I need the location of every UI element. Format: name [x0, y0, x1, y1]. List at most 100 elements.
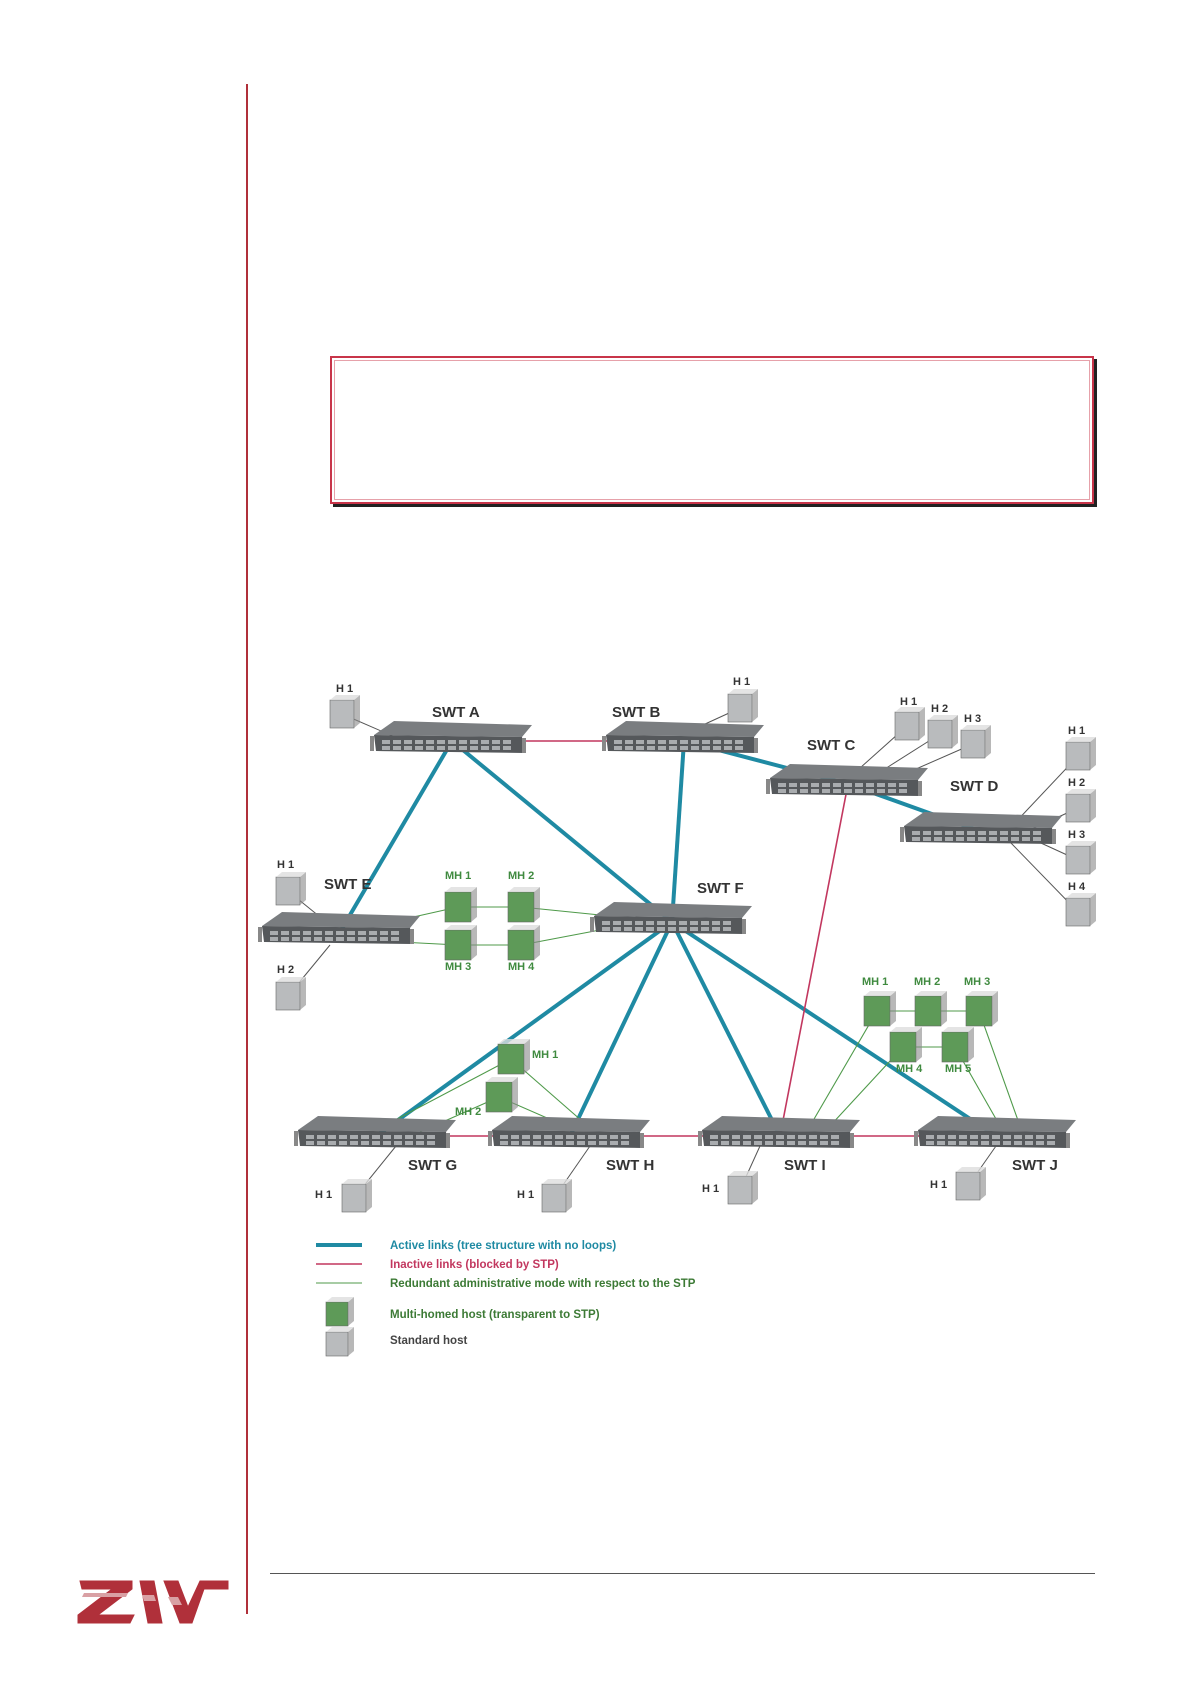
- switch-port: [635, 927, 643, 931]
- switch-port: [754, 1141, 762, 1145]
- multihomed-host: [444, 887, 477, 923]
- switch-port: [877, 783, 885, 787]
- switch-port: [303, 937, 311, 941]
- switch-port: [735, 746, 743, 750]
- switch-port: [325, 931, 333, 935]
- switch-port: [776, 1141, 784, 1145]
- switch-port: [624, 921, 632, 925]
- switch-h: SWT H: [488, 1116, 654, 1174]
- switch-port: [380, 931, 388, 935]
- standard-host: [1065, 893, 1096, 927]
- legend: Active links (tree structure with no loo…: [316, 1240, 696, 1357]
- switch-label: SWT J: [1012, 1157, 1058, 1174]
- multihomed-host: [914, 991, 947, 1027]
- switch-port: [923, 831, 931, 835]
- switch-port: [610, 1141, 618, 1145]
- switch-port: [811, 783, 819, 787]
- switch-label: SWT G: [408, 1157, 457, 1174]
- switch-port: [669, 746, 677, 750]
- switch-port: [511, 1135, 519, 1139]
- switch-port: [668, 927, 676, 931]
- switch-port: [981, 1141, 989, 1145]
- box-side: [366, 1179, 372, 1212]
- switch-port: [470, 746, 478, 750]
- switch-port: [743, 1141, 751, 1145]
- switch-port: [358, 937, 366, 941]
- switch-port: [416, 1135, 424, 1139]
- switch-port: [967, 837, 975, 841]
- box-top: [961, 725, 991, 730]
- switch-port: [833, 783, 841, 787]
- rack-ear: [294, 1131, 298, 1146]
- switch-port: [369, 931, 377, 935]
- switch-port: [405, 1135, 413, 1139]
- box-front: [541, 1183, 567, 1213]
- switch-port: [404, 740, 412, 744]
- switch-top: [918, 1116, 1076, 1132]
- box-side: [471, 925, 477, 960]
- switch-port: [610, 1135, 618, 1139]
- switch-port: [948, 1141, 956, 1145]
- standard-host: [955, 1167, 986, 1201]
- box-side: [985, 725, 991, 758]
- box-front: [1065, 741, 1091, 771]
- box-top: [508, 887, 540, 892]
- standard-host: [727, 1171, 758, 1205]
- box-side: [348, 1297, 354, 1326]
- rack-ear: [370, 736, 374, 751]
- switch-port: [599, 1135, 607, 1139]
- rack-ear: [1066, 1133, 1070, 1148]
- box-top: [1066, 893, 1096, 898]
- standard-host: [960, 725, 991, 759]
- multihomed-host-label: MH 1: [445, 870, 471, 882]
- box-top: [864, 991, 896, 996]
- rack-ear: [522, 738, 526, 753]
- box-front: [275, 876, 301, 906]
- multihomed-host-label: MH 4: [896, 1063, 923, 1075]
- switch-port: [789, 789, 797, 793]
- link-active-F-H: [568, 921, 674, 1137]
- switch-port: [281, 931, 289, 935]
- box-front: [927, 719, 953, 749]
- box-side: [524, 1039, 530, 1074]
- box-side: [890, 991, 896, 1026]
- switch-top: [606, 721, 764, 737]
- box-side: [1090, 841, 1096, 874]
- box-side: [534, 887, 540, 922]
- switch-port: [636, 746, 644, 750]
- switch-port: [621, 1141, 629, 1145]
- switch-a: SWT A: [370, 704, 532, 753]
- box-top: [542, 1179, 572, 1184]
- switch-port: [926, 1141, 934, 1145]
- switch-port: [646, 927, 654, 931]
- switch-port: [701, 921, 709, 925]
- multihomed-host: [497, 1039, 530, 1075]
- switch-port: [270, 937, 278, 941]
- switch-port: [394, 1141, 402, 1145]
- standard-host: [894, 707, 925, 741]
- rack-ear: [698, 1131, 702, 1146]
- multihomed-host-label: MH 4: [508, 961, 535, 973]
- switch-port: [328, 1141, 336, 1145]
- switch-port: [723, 927, 731, 931]
- box-side: [566, 1179, 572, 1212]
- box-side: [980, 1167, 986, 1200]
- switch-port: [822, 783, 830, 787]
- rack-ear: [602, 736, 606, 751]
- legend-multihomed-swatch: [325, 1297, 354, 1327]
- box-side: [752, 689, 758, 722]
- switch-port: [912, 831, 920, 835]
- switch-port: [1033, 831, 1041, 835]
- box-top: [915, 991, 947, 996]
- switch-port: [723, 921, 731, 925]
- switch-port: [503, 740, 511, 744]
- switch-port: [923, 837, 931, 841]
- switch-port: [1003, 1141, 1011, 1145]
- box-front: [955, 1171, 981, 1201]
- switch-port: [533, 1135, 541, 1139]
- switch-port: [544, 1141, 552, 1145]
- box-side: [992, 991, 998, 1026]
- switch-port: [347, 937, 355, 941]
- switch-e: SWT E: [258, 876, 420, 944]
- switch-port: [658, 746, 666, 750]
